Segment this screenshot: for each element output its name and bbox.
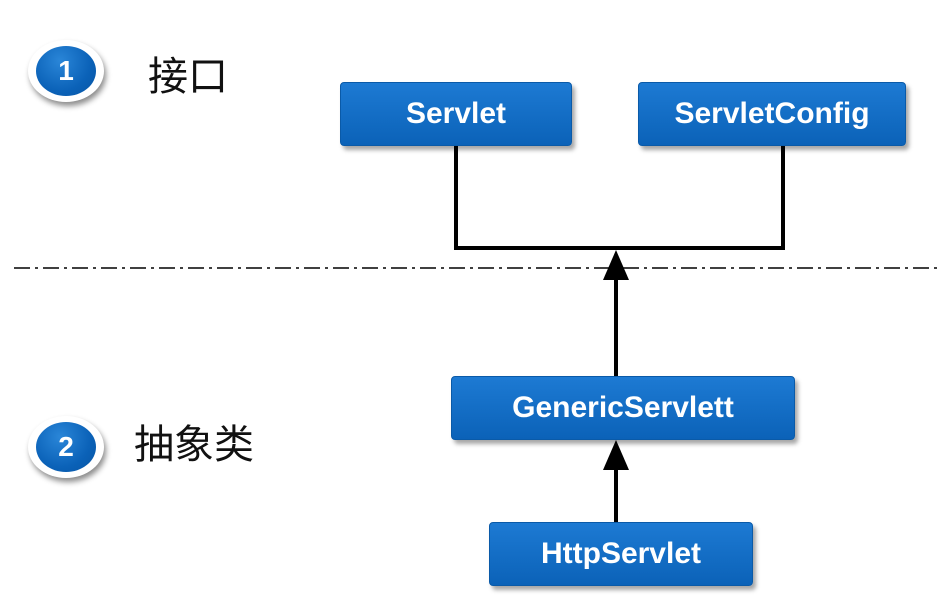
servlet-config-node: ServletConfig — [638, 82, 906, 146]
section-2-number: 2 — [36, 422, 96, 472]
section-1-badge: 1 — [28, 40, 104, 102]
servlet-node: Servlet — [340, 82, 572, 146]
section-1-number: 1 — [36, 46, 96, 96]
generic-servlet-node: GenericServlett — [451, 376, 795, 440]
section-1-label: 接口 — [148, 54, 228, 100]
generic-to-interfaces-arrowhead — [603, 250, 629, 280]
http-servlet-node: HttpServlet — [489, 522, 753, 586]
http-to-generic-arrowhead — [603, 440, 629, 470]
section-2-badge: 2 — [28, 416, 104, 478]
section-2-label: 抽象类 — [134, 422, 254, 468]
